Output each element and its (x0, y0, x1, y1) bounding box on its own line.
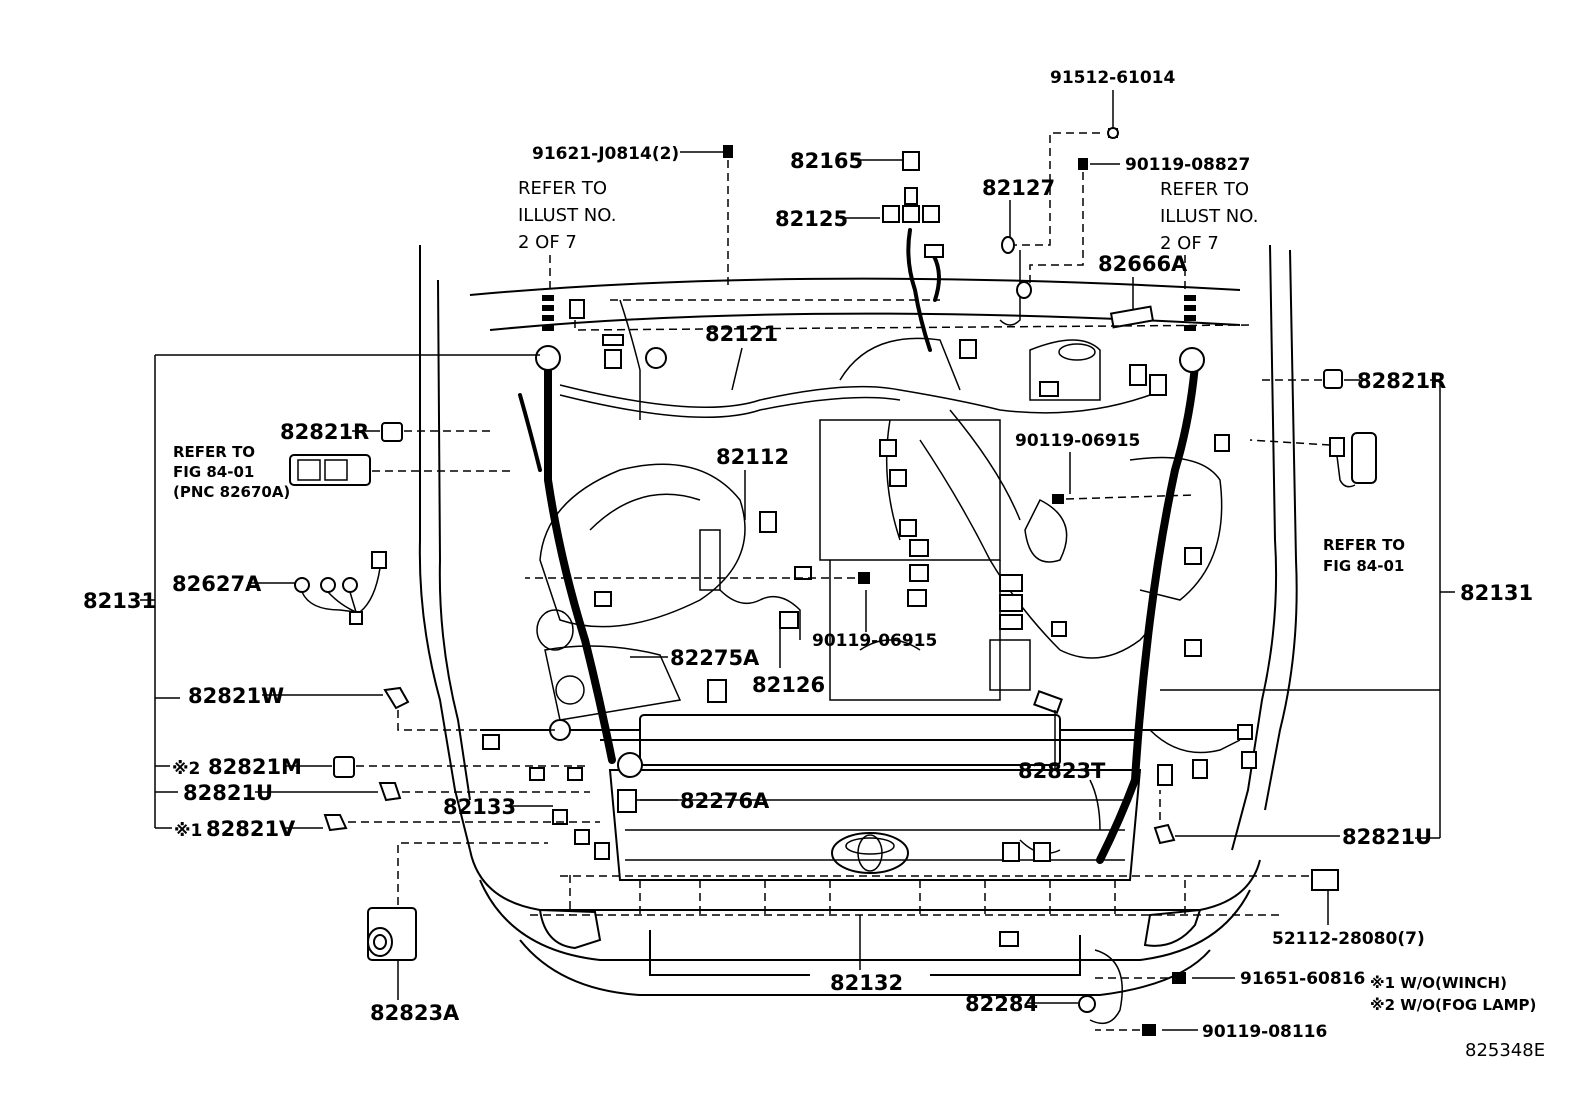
note-mark-2: ※2 (172, 759, 200, 779)
label-82821M: 82821M (208, 755, 302, 779)
label-82821W: 82821W (188, 684, 284, 708)
ref-left-line2: ILLUST NO. (518, 205, 616, 226)
label-90119-08116: 90119-08116 (1202, 1022, 1327, 1042)
label-82126: 82126 (752, 673, 825, 697)
reference-notes: REFER TO ILLUST NO. 2 OF 7 REFER TO ILLU… (173, 178, 1405, 575)
fig-ref-left-line2: FIG 84-01 (173, 463, 254, 481)
vehicle-outline (418, 244, 1298, 996)
ref-left-line1: REFER TO (518, 178, 607, 199)
label-82284: 82284 (965, 992, 1038, 1016)
fig-ref-left-line1: REFER TO (173, 443, 255, 461)
label-82127: 82127 (982, 176, 1055, 200)
label-82132: 82132 (830, 971, 903, 995)
label-91651-60816: 91651-60816 (1240, 969, 1365, 989)
fig-ref-right-line2: FIG 84-01 (1323, 557, 1404, 575)
ref-right-line3: 2 OF 7 (1160, 233, 1219, 254)
label-82121: 82121 (705, 322, 778, 346)
label-90119-06915-right: 90119-06915 (1015, 431, 1140, 451)
label-91512-61014: 91512-61014 (1050, 68, 1176, 88)
fig-ref-left-line3: (PNC 82670A) (173, 483, 290, 501)
ref-right-line2: ILLUST NO. (1160, 206, 1258, 227)
label-82823A: 82823A (370, 1001, 460, 1025)
note-without-winch: ※1 W/O(WINCH) (1370, 974, 1507, 992)
diagram-id: 825348E (1465, 1040, 1545, 1061)
connectors (289, 127, 1377, 1036)
label-82125: 82125 (775, 207, 848, 231)
label-82627A: 82627A (172, 572, 262, 596)
label-52112-28080: 52112-28080(7) (1272, 929, 1425, 949)
wire-harness (518, 228, 1241, 864)
note-mark-1: ※1 (174, 821, 202, 841)
label-82131-right: 82131 (1460, 581, 1533, 605)
note-without-fog-lamp: ※2 W/O(FOG LAMP) (1370, 996, 1536, 1014)
ref-right-line1: REFER TO (1160, 179, 1249, 200)
label-90119-06915-center: 90119-06915 (812, 631, 937, 651)
label-82821V: 82821V (206, 817, 296, 841)
label-82666A: 82666A (1098, 252, 1188, 276)
label-82275A: 82275A (670, 646, 760, 670)
label-82823T: 82823T (1018, 759, 1106, 783)
fig-ref-right-line1: REFER TO (1323, 536, 1405, 554)
label-90119-08827: 90119-08827 (1125, 155, 1250, 175)
label-82131-left: 82131 (83, 589, 156, 613)
label-82821R-left: 82821R (280, 420, 369, 444)
part-labels: 91512-61014 91621-J0814(2) 90119-08827 8… (83, 68, 1545, 1061)
label-91621-J0814: 91621-J0814(2) (532, 144, 679, 164)
label-82821U-left: 82821U (183, 781, 273, 805)
label-82821U-right: 82821U (1342, 825, 1432, 849)
label-82165: 82165 (790, 149, 863, 173)
leader-lines (140, 90, 1455, 1031)
label-82821R-right: 82821R (1357, 369, 1446, 393)
label-82133: 82133 (443, 795, 516, 819)
label-82276A: 82276A (680, 789, 770, 813)
label-82112: 82112 (716, 445, 789, 469)
ref-left-line3: 2 OF 7 (518, 232, 577, 253)
